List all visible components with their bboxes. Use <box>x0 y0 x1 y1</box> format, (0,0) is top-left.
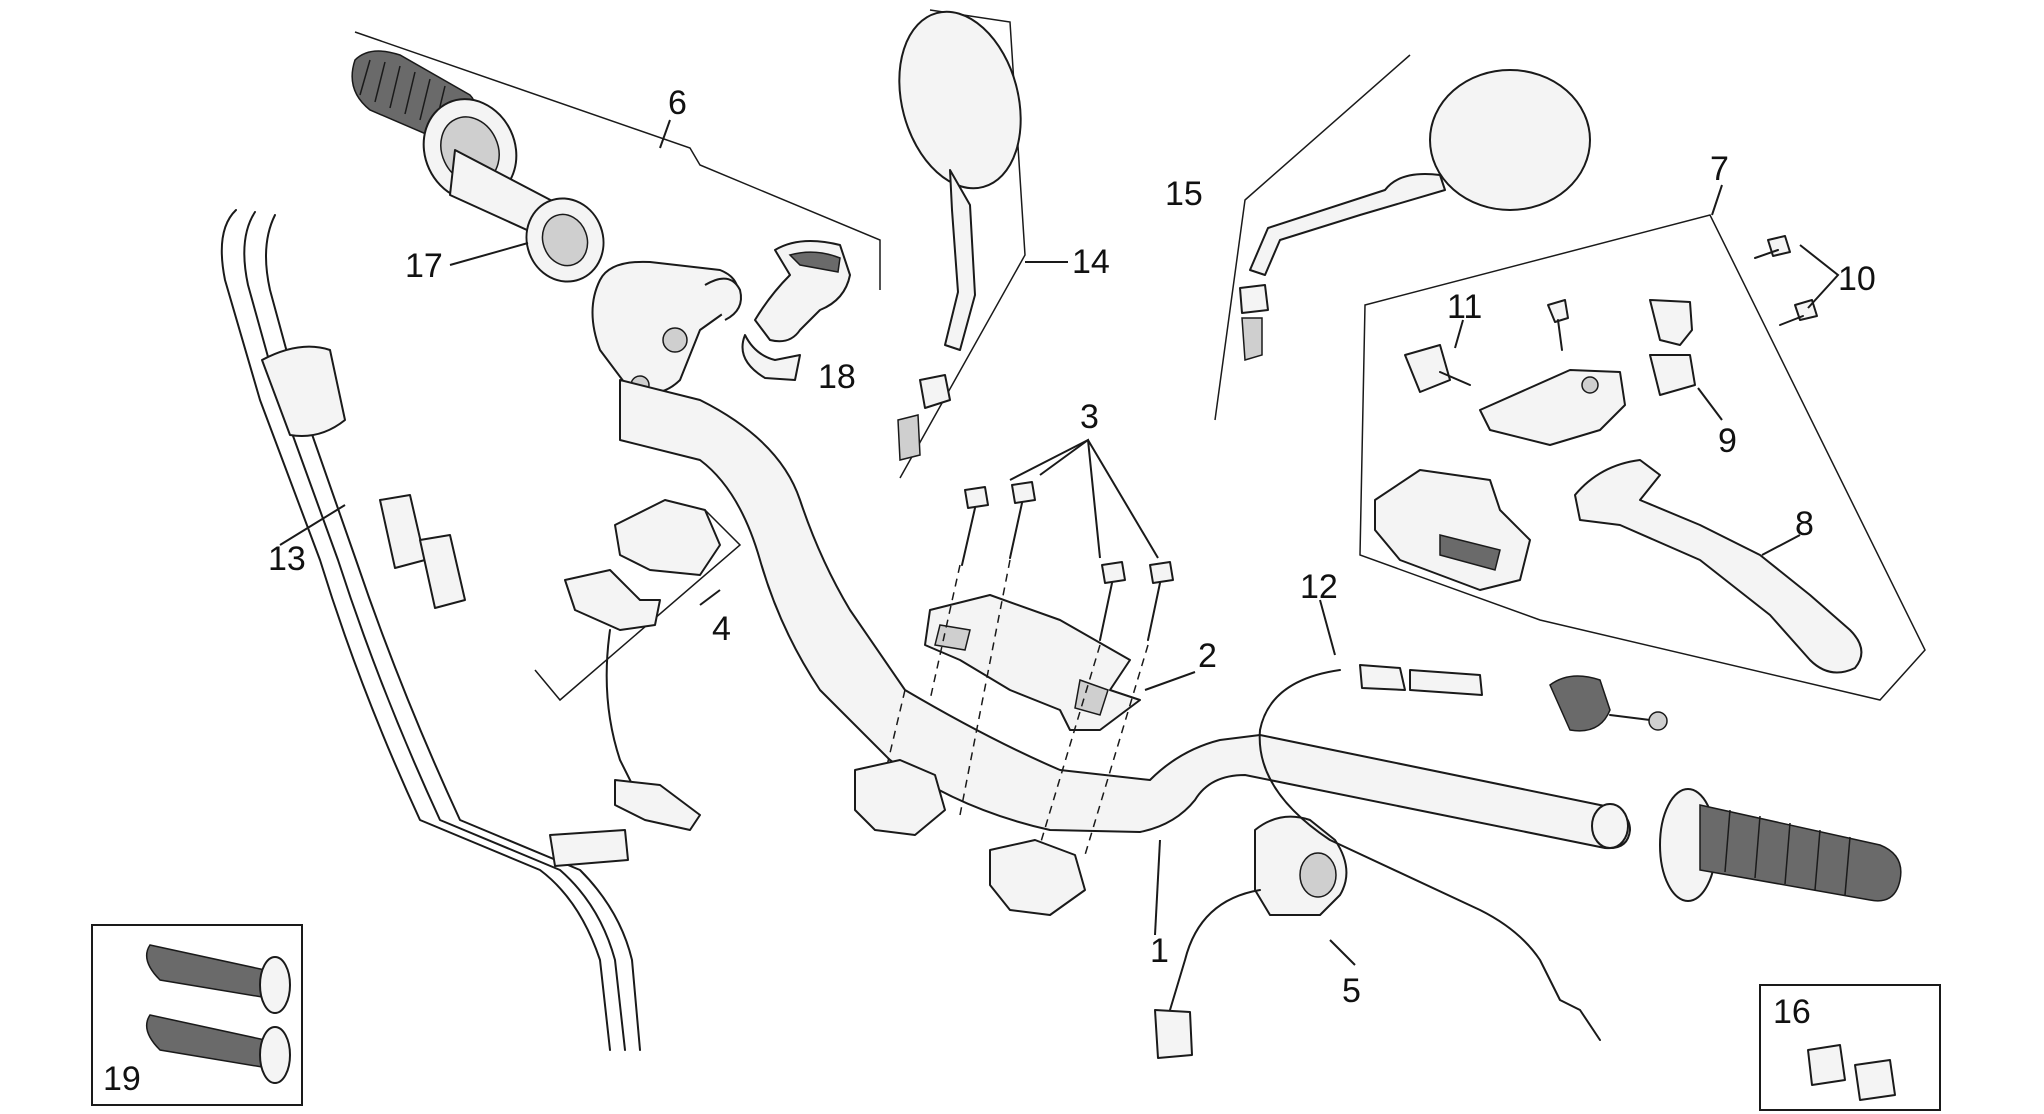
callout-3: 3 <box>1080 398 1099 436</box>
callout-1: 1 <box>1150 932 1169 970</box>
callout-13: 13 <box>268 540 306 578</box>
handlebar-1 <box>619 379 1631 936</box>
lower-clamps <box>854 759 1086 916</box>
left-clamp <box>591 260 742 395</box>
mirror-left-14 <box>897 9 1068 479</box>
lever-clamp-9 <box>1649 299 1723 421</box>
switch-sensor-11 <box>1404 319 1471 393</box>
callout-15: 15 <box>1165 175 1203 213</box>
bolts-10 <box>1754 235 1840 326</box>
switch-cover-4 <box>564 499 721 831</box>
group-outline-7 <box>1359 184 1926 701</box>
clutch-cable-12 <box>1258 599 1668 1041</box>
callout-4: 4 <box>712 610 731 648</box>
right-grip <box>1659 788 1902 902</box>
group-outline-6 <box>354 31 881 290</box>
switch-housing-group7 <box>1374 469 1531 591</box>
callout-14: 14 <box>1072 243 1110 281</box>
bolts-3 <box>961 438 1174 641</box>
callout-6: 6 <box>668 84 687 122</box>
callout-labels: 1 2 3 4 5 6 7 8 9 10 11 12 13 14 15 16 1… <box>103 84 1876 1098</box>
callout-12: 12 <box>1300 568 1338 606</box>
throttle-ring-17 <box>449 197 605 283</box>
callout-18: 18 <box>818 358 856 396</box>
throttle-cables-13 <box>220 209 641 1051</box>
callout-8: 8 <box>1795 505 1814 543</box>
mirror-right-15 <box>1214 54 1591 421</box>
callout-16: 16 <box>1773 993 1811 1031</box>
clutch-bracket <box>1479 369 1626 446</box>
callout-17: 17 <box>405 247 443 285</box>
callout-11: 11 <box>1447 288 1482 326</box>
callout-5: 5 <box>1342 972 1361 1010</box>
callout-2: 2 <box>1198 637 1217 675</box>
callout-7: 7 <box>1710 150 1729 188</box>
clamp-halves-18 <box>741 240 851 381</box>
left-grip-top <box>351 50 571 246</box>
callout-10: 10 <box>1838 260 1876 298</box>
callout-9: 9 <box>1718 422 1737 460</box>
kit-box-19 <box>91 924 303 1106</box>
clutch-lever-8 <box>1574 459 1863 674</box>
top-clamp-2 <box>924 594 1196 731</box>
right-switch-5 <box>1154 815 1356 1059</box>
kit-box-16 <box>1759 984 1941 1111</box>
screw-small <box>1547 299 1569 351</box>
callout-19: 19 <box>103 1060 141 1098</box>
